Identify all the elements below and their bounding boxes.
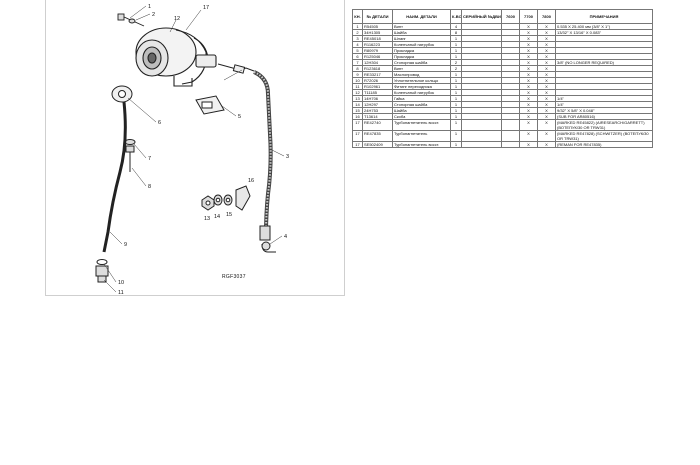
cell-7800: X: [537, 119, 556, 131]
turbocharger: [135, 27, 217, 87]
callout-12: 12: [174, 16, 180, 22]
gasket-5: [195, 95, 225, 115]
header-7700: 7700: [519, 9, 538, 24]
cell-engine-serial: [461, 130, 502, 142]
exploded-diagram-panel: 1 2 3 4 5 6 7 8 9 10 11 12 13 14 15 16 1…: [45, 0, 345, 296]
washer-bolt: [124, 139, 136, 172]
header-engine-serial: СЕРИЙНЫЙ №ДВИГАТЕЛЯ: [461, 9, 502, 24]
turbocharger-exploded-diagram: 1 2 3 4 5 6 7 8 9 10 11 12 13 14 15 16 1…: [95, 4, 289, 296]
callout-11: 11: [118, 290, 124, 296]
cell-engine-serial: [461, 119, 502, 131]
callout-14: 14: [214, 214, 220, 220]
leader-lines: [103, 5, 285, 293]
oil-pipe: [102, 101, 127, 253]
cell-quantity: 1: [450, 141, 462, 148]
cell-7600: [501, 141, 520, 148]
cell-engine-serial: [461, 141, 502, 148]
table-header-row: КН. № ДЕТАЛИ НАИМ. ДЕТАЛИ К-ВО СЕРИЙНЫЙ …: [352, 9, 653, 24]
callout-1: 1: [148, 4, 151, 10]
hose-elbow: [261, 241, 276, 253]
parts-table: КН. № ДЕТАЛИ НАИМ. ДЕТАЛИ К-ВО СЕРИЙНЫЙ …: [352, 9, 653, 148]
callout-5: 5: [238, 114, 241, 120]
header-7600: 7600: [501, 9, 520, 24]
callout-13: 13: [204, 216, 210, 222]
cell-kn: 17: [352, 141, 363, 148]
callout-8: 8: [148, 184, 151, 190]
header-kn: КН.: [352, 9, 363, 24]
header-notes: ПРИМЕЧАНИЯ: [555, 9, 653, 24]
cell-notes: (MARKED RE45822) (AIRESEARCH/GARRETT) (В…: [555, 119, 653, 131]
callout-4: 4: [284, 234, 287, 240]
parts-list-panel: КН. № ДЕТАЛИ НАИМ. ДЕТАЛИ К-ВО СЕРИЙНЫЙ …: [350, 0, 655, 180]
callout-2: 2: [152, 12, 155, 18]
cell-7700: X: [519, 119, 538, 131]
cell-notes: (MARKED RE47828) (SCHWITZER) (ВОТЕПУК/30…: [555, 130, 653, 142]
cell-part-number: RE42740: [362, 119, 393, 131]
callout-10: 10: [118, 280, 124, 286]
callout-17: 17: [203, 5, 209, 11]
callout-15: 15: [226, 212, 232, 218]
cell-quantity: 1: [450, 130, 462, 142]
callout-9: 9: [124, 242, 127, 248]
callout-3: 3: [286, 154, 289, 160]
adapter-fitting: [95, 259, 109, 283]
callout-6: 6: [158, 120, 161, 126]
cell-7600: [501, 130, 520, 142]
header-quantity: К-ВО: [450, 9, 462, 24]
cell-7800: X: [537, 141, 556, 148]
cell-kn: 17: [352, 130, 363, 142]
cell-notes: (REMAN FOR RE47835): [555, 141, 653, 148]
header-part-number: № ДЕТАЛИ: [362, 9, 393, 24]
callout-16: 16: [248, 178, 254, 184]
cell-part-number: SE502409: [362, 141, 393, 148]
diagram-reference-code: RGF3037: [222, 274, 246, 280]
cell-7700: X: [519, 130, 538, 142]
cell-7700: X: [519, 141, 538, 148]
cell-part-name: Турбонагнетатель восст.: [392, 141, 451, 148]
elbow-fitting: [217, 63, 255, 74]
callout-7: 7: [148, 156, 151, 162]
cell-7800: X: [537, 130, 556, 142]
gasket-6: [111, 85, 133, 103]
cell-part-name: Турбонагнетатель восст.: [392, 119, 451, 131]
cell-7600: [501, 119, 520, 131]
cell-part-name: Турбонагнетатель: [392, 130, 451, 142]
cell-kn: 17: [352, 119, 363, 131]
header-7800: 7800: [537, 9, 556, 24]
cell-quantity: 1: [450, 119, 462, 131]
header-part-name: НАИМ. ДЕТАЛИ: [392, 9, 451, 24]
top-bolts: [117, 13, 145, 27]
braided-hose: [253, 70, 273, 241]
callout-labels: 1 2 3 4 5 6 7 8 9 10 11 12 13 14 15 16 1…: [118, 4, 289, 296]
small-hardware: [201, 185, 251, 211]
cell-part-number: RE47835: [362, 130, 393, 142]
